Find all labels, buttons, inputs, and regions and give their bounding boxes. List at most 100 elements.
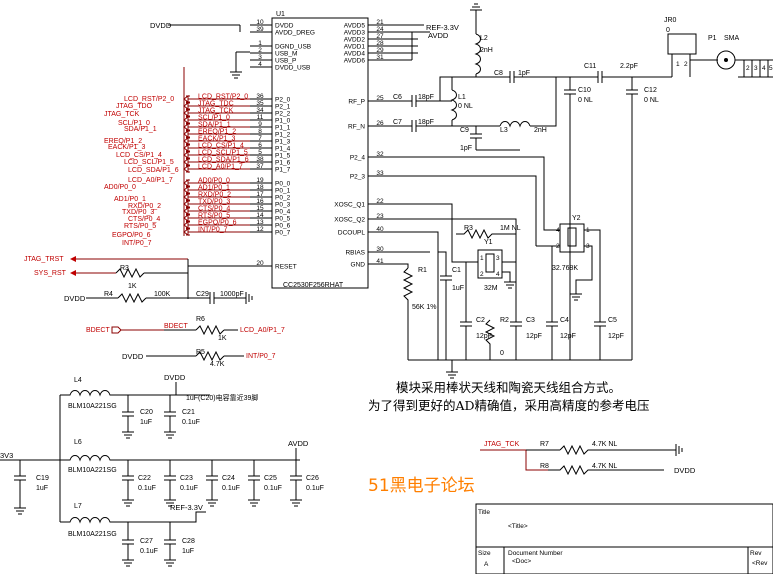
u1-body: [271, 17, 369, 289]
u1-pin-name: P2_3: [350, 174, 366, 181]
port-net-bus-entry: [186, 95, 190, 103]
port-net-bus-entry: [186, 186, 190, 194]
xosc-q1-wire: [368, 203, 453, 234]
dvdd-label-l4: DVDD: [164, 373, 186, 382]
u1-pin-name: P1_0: [275, 118, 291, 125]
u1-pin-name: P2_2: [275, 111, 291, 118]
jtag-trst-arrow: [70, 256, 76, 262]
u1-pin-num: 25: [376, 95, 384, 102]
cap-ref: C24: [222, 475, 235, 482]
port-net-wire: [183, 193, 250, 201]
u1-pin-name: DVDD_USB: [275, 65, 310, 72]
left-net-label: JTAG_TCK: [104, 111, 140, 118]
c20-val: 1uF: [140, 419, 152, 426]
port-net-wire: [183, 200, 250, 208]
note-line1: 模块采用棒状天线和陶瓷天线组合方式。: [396, 380, 621, 395]
port-net-label: RXD/P0_2: [198, 192, 231, 199]
u1-pin-name: P1_5: [275, 153, 291, 160]
sma-ground-legs: [735, 59, 773, 78]
cap-val: 0.1uF: [306, 485, 324, 492]
port-net-wire: [183, 95, 250, 103]
u1-pin-num: 35: [256, 100, 264, 107]
c21-ref: C21: [182, 409, 195, 416]
avdd-label-top: AVDD: [428, 31, 449, 40]
jtag-tck-label: JTAG_TCK: [484, 441, 520, 448]
c11-val: 2.2pF: [620, 63, 638, 70]
doc-label: Document Number: [508, 550, 563, 557]
u1-pin-num: 37: [256, 163, 264, 170]
c12-body: [626, 77, 638, 360]
c12-ref: C12: [644, 87, 657, 94]
c10-ref: C10: [578, 87, 591, 94]
u1-pin-num: 17: [256, 191, 264, 198]
port-net-bus-entry: [186, 158, 190, 166]
c4-ref: C4: [560, 317, 569, 324]
p1-pin2: 2: [746, 65, 750, 72]
u1-pin-num: 2: [258, 47, 262, 54]
port-net-label: JTAG_TDC: [198, 101, 234, 108]
port-net-bus-entry: [186, 207, 190, 215]
c9-body: [470, 126, 482, 150]
u1-pin-num: 16: [256, 198, 264, 205]
y1-crystal: [485, 253, 495, 273]
u1-pin-num: 28: [376, 40, 384, 47]
r8-ref: R8: [540, 463, 549, 470]
r7-gnd: [675, 444, 683, 456]
u1-pin-name: GND: [351, 262, 366, 269]
cap-val: 0.1uF: [180, 485, 198, 492]
size-label: Size: [478, 550, 491, 557]
port-net-bus-entry: [186, 221, 190, 229]
l4-body: [60, 390, 210, 397]
left-net-label: AD0/P0_0: [104, 184, 136, 191]
port-net-label: EACK/P1_3: [198, 136, 235, 143]
p23-wire: [368, 175, 537, 246]
port-net-bus-entry: [186, 130, 190, 138]
c20-ref: C20: [140, 409, 153, 416]
u1-pin-num: 22: [376, 198, 384, 205]
r3x-ref: R3: [464, 225, 473, 232]
port-net-label: AD0/P0_0: [198, 178, 230, 185]
r2-ref: R2: [500, 317, 509, 324]
c21-gnd: [164, 431, 176, 439]
r8-val: 4.7K NL: [592, 463, 617, 470]
c9-val: 1pF: [460, 145, 472, 152]
u1-pin-num: 38: [256, 156, 264, 163]
u1-pin-num: 24: [376, 26, 384, 33]
r6-body: [195, 324, 225, 336]
cap-val: 0.1uF: [222, 485, 240, 492]
u1-pin-num: 34: [256, 107, 264, 114]
title-label: Title: [478, 509, 490, 516]
r1-ref: R1: [418, 267, 427, 274]
l2-val: 2nH: [480, 47, 493, 54]
port-net-bus-entry: [186, 193, 190, 201]
u1-pin-name: AVDD3: [344, 30, 366, 37]
c11-ref: C11: [584, 63, 596, 70]
u1-pin-name: P1_7: [275, 167, 291, 174]
u1-pin-num: 6: [258, 142, 262, 149]
c28-val: 1uF: [182, 548, 194, 555]
y2-body: [559, 223, 585, 253]
l6-body: [60, 455, 300, 462]
cap-val: 0.1uF: [264, 485, 282, 492]
port-net-label: TXD/P0_3: [198, 199, 230, 206]
u1-pin-num: 19: [256, 177, 264, 184]
c7-ref: C7: [393, 119, 402, 126]
r4-body: [117, 292, 147, 304]
dcoupl-wire: [368, 231, 439, 360]
u1-pin-num: 13: [256, 219, 264, 226]
c3-ref: C3: [526, 317, 535, 324]
c2-val: 12pF: [476, 333, 492, 340]
r4-ref: R4: [104, 291, 113, 298]
int-label: INT/P0_7: [246, 353, 276, 360]
cap-gnd: [122, 499, 134, 507]
p1-pin5: 5: [769, 65, 773, 72]
u1-pin-name: RF_P: [348, 99, 365, 106]
jr0-ref: JR0: [664, 17, 677, 24]
port-net-bus-entry: [186, 144, 190, 152]
u1-pin-name: P0_2: [275, 195, 291, 202]
c20-body: [122, 395, 134, 432]
u1-pin-name: P0_1: [275, 188, 291, 195]
y2-wire-top: [543, 218, 601, 320]
u1-pin-num: 39: [256, 26, 264, 33]
